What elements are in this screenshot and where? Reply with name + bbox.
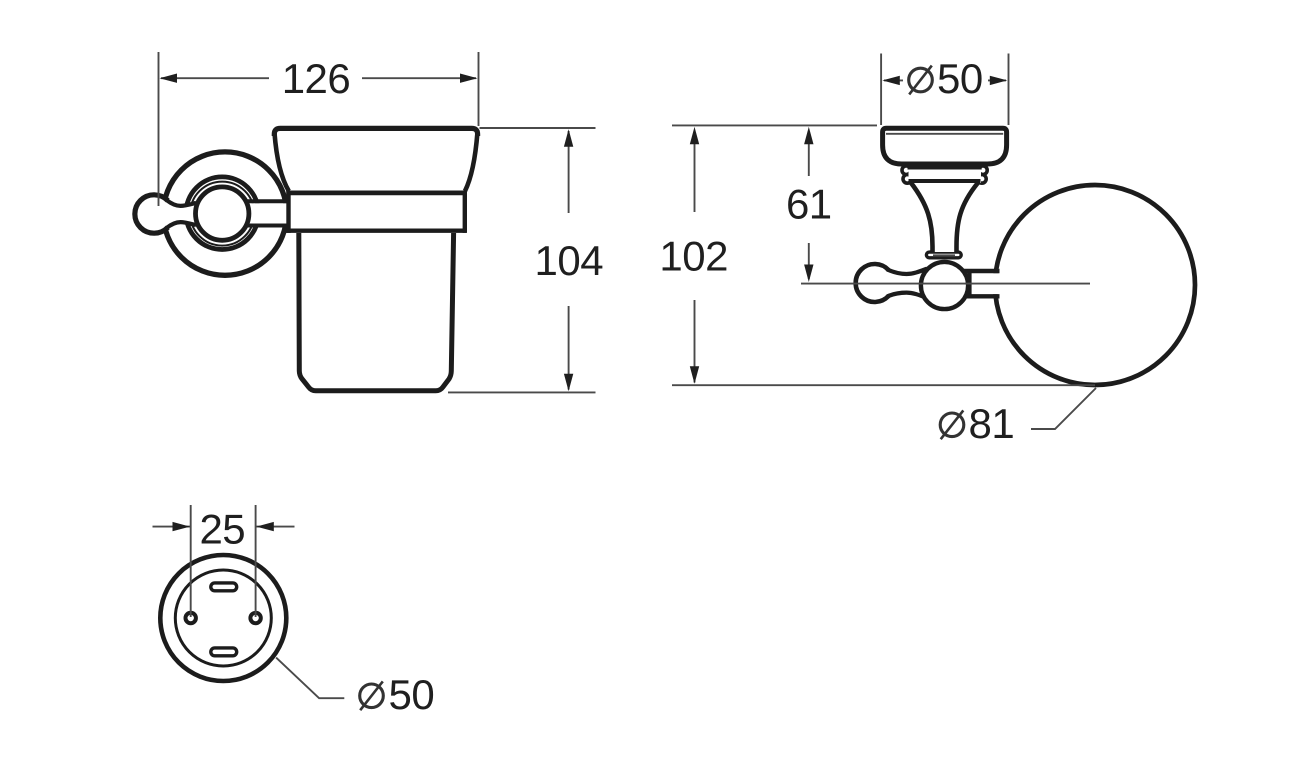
svg-text:25: 25	[199, 505, 245, 552]
svg-text:61: 61	[786, 181, 832, 228]
svg-text:81: 81	[969, 400, 1015, 447]
svg-text:50: 50	[389, 671, 435, 718]
svg-text:102: 102	[659, 233, 728, 280]
svg-text:126: 126	[282, 55, 351, 102]
svg-text:50: 50	[937, 55, 983, 102]
svg-text:104: 104	[535, 237, 604, 284]
